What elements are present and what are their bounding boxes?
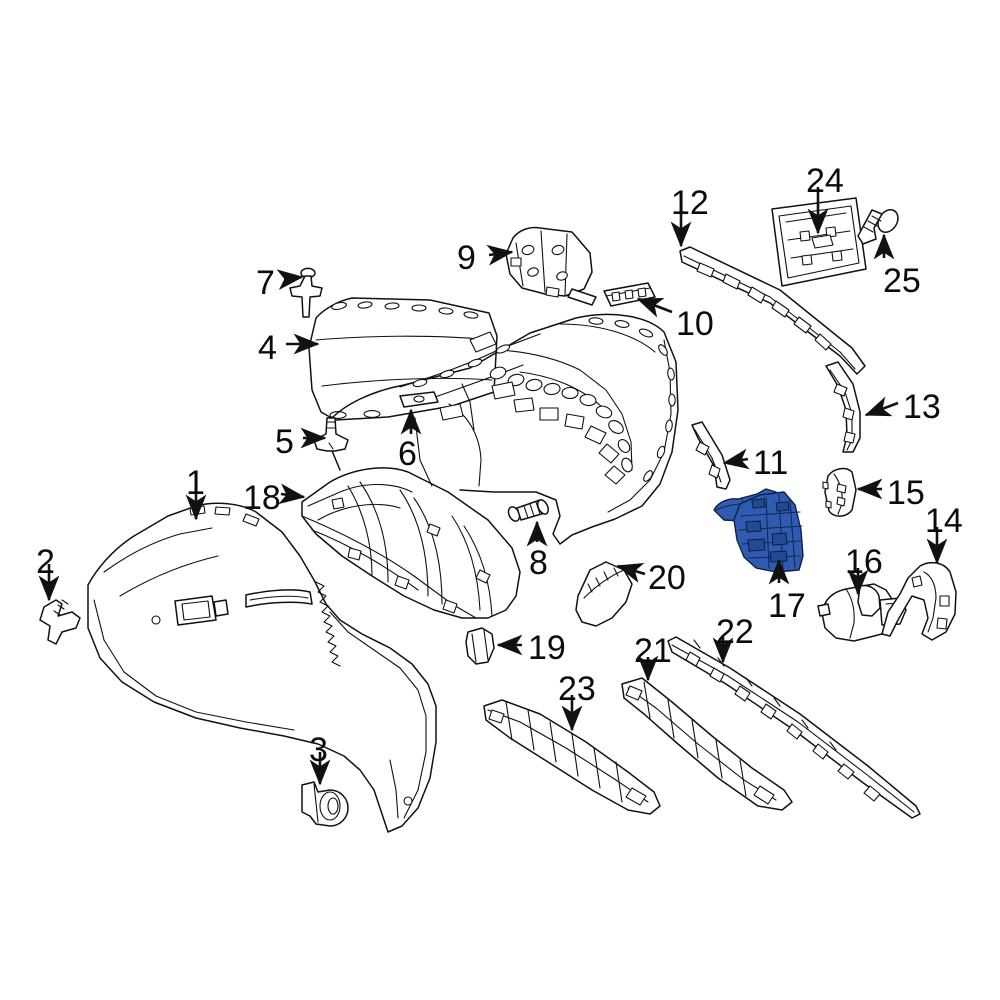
callout-14[interactable]: 14 (925, 502, 963, 540)
callout-7[interactable]: 7 (256, 264, 275, 302)
callout-13[interactable]: 13 (903, 388, 941, 426)
part-15-tow-eye-cover-cap (822, 467, 857, 517)
callout-5[interactable]: 5 (275, 423, 294, 461)
part-24-license-plate-bracket (771, 197, 867, 287)
part-13-lower-moulding-end (825, 361, 861, 453)
part-18-rear-diffuser-insert (301, 467, 521, 619)
part-10-filler-strip (603, 282, 656, 307)
callout-3[interactable]: 3 (309, 731, 328, 769)
callout-18[interactable]: 18 (243, 479, 281, 517)
leader-lines (38, 187, 948, 786)
callout-24[interactable]: 24 (806, 162, 844, 200)
callout-10[interactable]: 10 (676, 305, 714, 343)
part-5-expansion-rivet (313, 417, 349, 452)
callout-6[interactable]: 6 (398, 435, 417, 473)
callout-23[interactable]: 23 (558, 670, 596, 708)
callout-25[interactable]: 25 (883, 262, 921, 300)
part-19-small-retainer-bracket (465, 627, 495, 665)
callout-11[interactable]: 11 (753, 444, 789, 482)
callout-19[interactable]: 19 (528, 629, 566, 667)
part-3-grommet-plug (301, 781, 349, 827)
callout-15[interactable]: 15 (887, 474, 925, 512)
callout-2[interactable]: 2 (36, 543, 55, 581)
part-4-bumper-cover-left-end (308, 297, 498, 421)
callout-4[interactable]: 4 (258, 329, 277, 367)
part-22-bumper-impact-strip (667, 636, 921, 819)
part-17-bumper-side-bracket-highlighted (713, 488, 804, 573)
part-main-rear-bumper-cover (329, 313, 679, 545)
part-21-diffuser-fin-right (621, 677, 793, 811)
part-14-sensor-bracket-holder (881, 561, 957, 641)
callout-12[interactable]: 12 (671, 184, 709, 222)
callout-16[interactable]: 16 (845, 543, 883, 581)
part-7-push-rivet (289, 267, 323, 318)
part-6-spring-nut-bracket (399, 391, 439, 408)
callout-22[interactable]: 22 (716, 613, 754, 651)
callout-9[interactable]: 9 (457, 239, 476, 277)
part-25-license-plate-screw (857, 209, 899, 245)
part-8-bolt (507, 499, 549, 522)
callout-8[interactable]: 8 (529, 544, 548, 582)
part-11-moulding-trim-piece (691, 421, 731, 490)
part-20-air-guide-deflector (575, 561, 633, 627)
part-23-diffuser-fin-left (483, 699, 661, 815)
part-1-rear-bumper-cover-left (87, 502, 437, 833)
callout-20[interactable]: 20 (648, 559, 686, 597)
callout-21[interactable]: 21 (634, 632, 672, 670)
part-12-upper-moulding-strip (679, 246, 866, 375)
part-9-side-reinforcement-bracket (505, 226, 597, 306)
callout-1[interactable]: 1 (186, 464, 205, 502)
callout-17[interactable]: 17 (768, 587, 806, 625)
part-2-push-pin-retainer-clip (39, 599, 81, 645)
